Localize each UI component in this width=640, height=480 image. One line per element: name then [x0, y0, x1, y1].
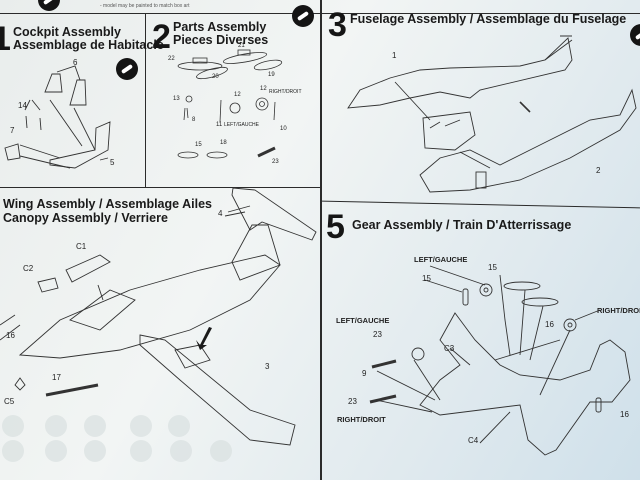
callout-16b: 16: [620, 410, 629, 419]
glue-tube-icon: [38, 0, 60, 11]
divider-center: [320, 0, 322, 480]
callout-22: 22: [168, 56, 175, 62]
callout-16a: 16: [545, 320, 554, 329]
wing-canopy-drawing: [0, 187, 317, 446]
step-title: Gear Assembly / Train D'Atterrissage: [352, 218, 572, 232]
callout-10: 10: [280, 126, 287, 132]
callout-3: 3: [265, 362, 270, 371]
callout-12a: 12: [234, 92, 241, 98]
ghost-icon: [210, 440, 232, 462]
callout-23b: 23: [348, 397, 357, 406]
callout-C4: C4: [468, 436, 479, 445]
glue-tube-icon: [116, 58, 138, 80]
callout-16: 16: [6, 331, 15, 340]
step-number: 3: [328, 6, 347, 44]
step-title-en: Parts Assembly: [173, 20, 267, 34]
step-title: Fuselage Assembly / Assemblage du Fusela…: [350, 12, 627, 26]
callout-13: 13: [173, 96, 180, 102]
callout-5: 5: [110, 158, 115, 167]
callout-9: 9: [362, 369, 367, 378]
callout-18: 18: [220, 140, 227, 146]
callout-15a: 15: [488, 263, 497, 272]
callout-2: 2: [596, 166, 601, 175]
step-title-line1: Wing Assembly / Assemblage Ailes: [3, 197, 212, 211]
callout-C5: C5: [4, 397, 15, 406]
ghost-icon: [2, 440, 24, 462]
step-number: 5: [326, 208, 345, 246]
callout-4: 4: [218, 209, 223, 218]
step-number: 2: [152, 18, 171, 56]
ghost-icon: [45, 440, 67, 462]
callout-20: 20: [212, 74, 219, 80]
callout-15b: 15: [422, 274, 431, 283]
divider-1-2: [145, 13, 146, 188]
callout-23a: 23: [373, 330, 382, 339]
cockpit-drawing: [4, 65, 111, 169]
callout-21: 21: [238, 43, 245, 49]
callout-6: 6: [73, 58, 78, 67]
ghost-icon: [84, 415, 106, 437]
step-number: 1: [0, 20, 11, 58]
glue-tube-icon: [630, 24, 640, 46]
callout-14: 14: [18, 101, 27, 110]
ghost-icon: [130, 440, 152, 462]
callout-C1: C1: [76, 242, 87, 251]
fuselage-drawing: [347, 35, 637, 193]
step-title-line2: Canopy Assembly / Verriere: [3, 211, 168, 225]
callout-17: 17: [52, 373, 61, 382]
step-title-fr: Assemblage de Habitacle: [13, 38, 164, 52]
callout-C3: C3: [444, 344, 455, 353]
ghost-icon: [168, 415, 190, 437]
divider-row-left: [0, 187, 320, 188]
step-title-en: Cockpit Assembly: [13, 25, 121, 39]
ghost-icon: [170, 440, 192, 462]
callout-C2: C2: [23, 264, 34, 273]
callout-15: 15: [195, 142, 202, 148]
parts-drawing: [177, 49, 283, 159]
right-droit-label: RIGHT/DROIT: [269, 89, 302, 95]
down-arrow-icon: [196, 327, 212, 350]
left-gauche-label: LEFT/GAUCHE: [224, 122, 260, 128]
ghost-icon: [2, 415, 24, 437]
ghost-icon: [84, 440, 106, 462]
left-gauche-label-mid: LEFT/GAUCHE: [336, 316, 390, 325]
header-note: - model may be painted to match box art: [100, 3, 190, 9]
glue-tube-icon: [292, 5, 314, 27]
callout-23: 23: [272, 159, 279, 165]
callout-19: 19: [268, 72, 275, 78]
ghost-icon: [45, 415, 67, 437]
callout-12b: 12: [260, 86, 267, 92]
callout-1: 1: [392, 51, 397, 60]
step-title-fr: Pieces Diverses: [173, 33, 269, 47]
left-gauche-label-top: LEFT/GAUCHE: [414, 255, 468, 264]
callout-7: 7: [10, 126, 15, 135]
callout-8: 8: [192, 117, 196, 123]
right-droit-label-bottom: RIGHT/DROIT: [337, 415, 386, 424]
callout-11: 11: [216, 122, 223, 128]
right-droit-label-top: RIGHT/DROIT: [597, 306, 640, 315]
ghost-icon: [130, 415, 152, 437]
